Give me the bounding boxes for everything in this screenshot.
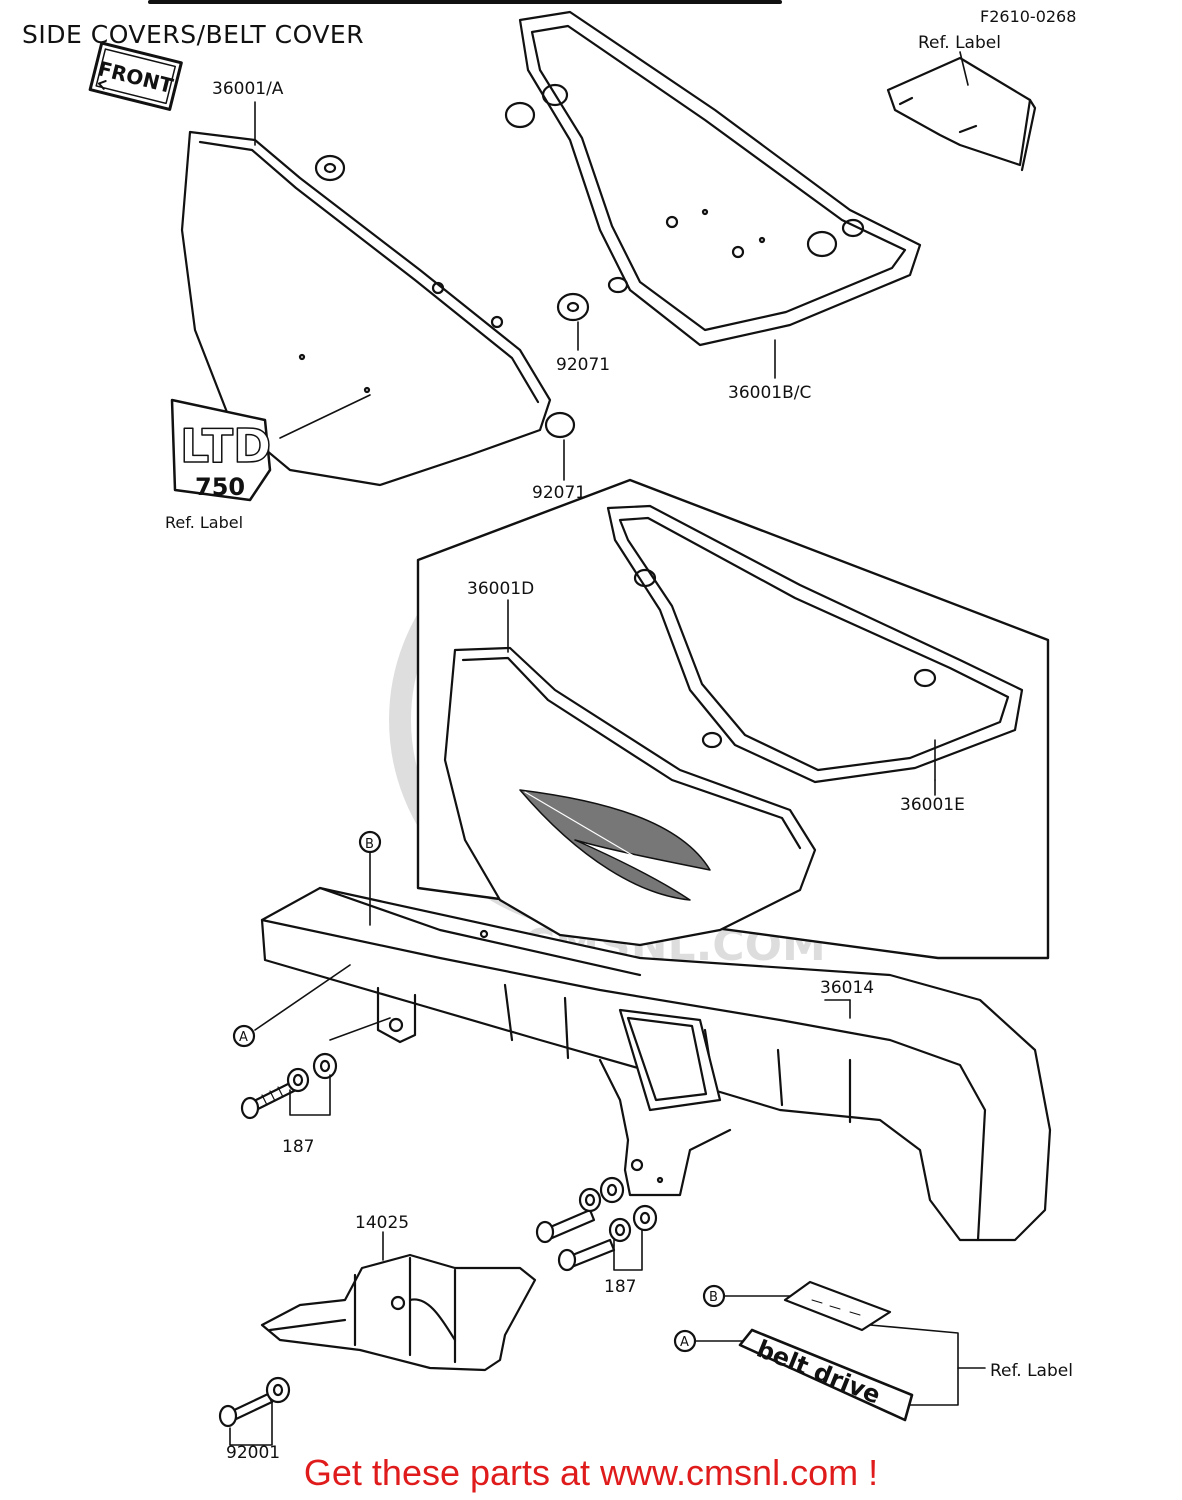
inset-leaders bbox=[507, 599, 936, 796]
ltd-emblem-text: LTD bbox=[180, 419, 271, 473]
label-ref-top: Ref. Label bbox=[918, 33, 1001, 53]
bolt-hole bbox=[665, 215, 679, 229]
grommet bbox=[806, 230, 838, 258]
marker-b-text: B bbox=[365, 837, 374, 852]
bolt-hole bbox=[490, 315, 504, 329]
label-92001: 92001 bbox=[226, 1443, 280, 1463]
label-36001d: 36001D bbox=[467, 579, 534, 599]
promo-banner[interactable]: Get these parts at www.cmsnl.com ! bbox=[303, 1452, 879, 1493]
front-tag: FRONT bbox=[88, 41, 183, 111]
belt-cover-36014[interactable] bbox=[260, 886, 1052, 1242]
label-36001e: 36001E bbox=[900, 795, 965, 815]
marker-a-text: A bbox=[239, 1030, 248, 1045]
grommet bbox=[556, 292, 590, 322]
marker-a-circle bbox=[232, 1024, 256, 1048]
belt-drive-plate: belt drive bbox=[738, 1328, 914, 1422]
side-cover-36001a[interactable] bbox=[180, 130, 576, 487]
label-187-a: 187 bbox=[282, 1137, 314, 1157]
ref-label-plate-top bbox=[886, 56, 1037, 172]
label-ref-ltd: Ref. Label bbox=[165, 513, 243, 532]
marker-b-circle bbox=[358, 830, 382, 854]
grommet bbox=[314, 154, 346, 182]
side-cover-36001bc[interactable] bbox=[504, 10, 922, 347]
label-92071-a: 92071 bbox=[556, 355, 610, 375]
grommet bbox=[544, 411, 576, 439]
bolt-set-187-left[interactable] bbox=[240, 1052, 338, 1120]
bolt-hole bbox=[731, 245, 745, 259]
ltd-number-text: 750 bbox=[195, 473, 245, 501]
belt-drive-text: belt drive bbox=[753, 1335, 885, 1410]
label-ref-bottom: Ref. Label bbox=[990, 1361, 1073, 1381]
diagram-code: F2610-0268 bbox=[980, 7, 1077, 26]
label-14025: 14025 bbox=[355, 1213, 409, 1233]
side-cover-36001e[interactable] bbox=[606, 504, 1024, 784]
label-187-b: 187 bbox=[604, 1277, 636, 1297]
legend-a-circle bbox=[673, 1329, 697, 1353]
page-title: SIDE COVERS/BELT COVER bbox=[22, 20, 365, 49]
grommet bbox=[504, 101, 536, 129]
legend-b-text: B bbox=[709, 1290, 718, 1305]
bolt-set-92001[interactable] bbox=[218, 1376, 291, 1428]
label-36001a: 36001/A bbox=[212, 79, 284, 99]
side-cover-36001d[interactable] bbox=[443, 646, 817, 947]
label-36014: 36014 bbox=[820, 978, 874, 998]
label-b-plate bbox=[783, 1280, 892, 1332]
label-92071-b: 92071 bbox=[532, 483, 586, 503]
legend-a-text: A bbox=[680, 1335, 689, 1350]
legend-b-circle bbox=[702, 1284, 726, 1308]
lower-leaders bbox=[229, 851, 986, 1446]
guard-14025[interactable] bbox=[260, 1253, 537, 1372]
bolt-set-187-right[interactable] bbox=[535, 1176, 658, 1272]
leader-lines bbox=[254, 51, 969, 481]
bolt-hole bbox=[431, 281, 445, 295]
label-36001bc: 36001B/C bbox=[728, 383, 811, 403]
ltd-emblem: LTD 750 bbox=[170, 398, 272, 502]
